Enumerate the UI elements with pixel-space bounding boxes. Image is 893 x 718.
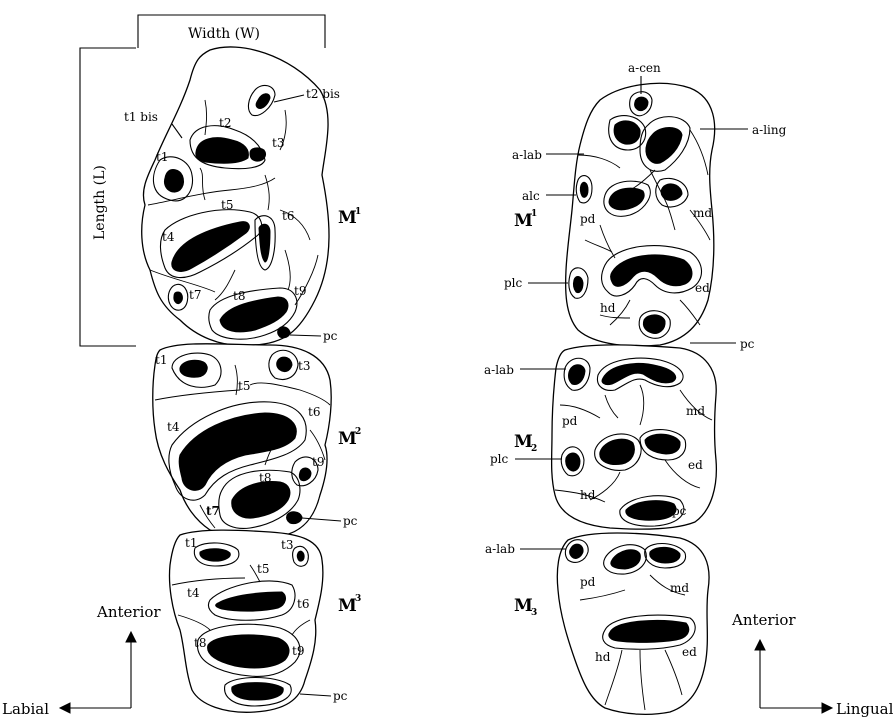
lower-m1-sub: 1	[531, 209, 537, 219]
m1-t6: t6	[282, 209, 294, 223]
lm2-md: md	[686, 404, 705, 418]
m3-t4: t4	[187, 586, 200, 600]
lower-m3-sub: 3	[531, 608, 537, 618]
lm1-plc: plc	[504, 276, 523, 290]
lower-molar-series: a-cen a-ling a-lab alc pd md plc hd ed p…	[484, 61, 893, 718]
lm3-hd: hd	[595, 650, 611, 664]
m1-t2: t2	[219, 116, 231, 130]
length-label: Length (L)	[92, 165, 108, 240]
m1-t8: t8	[233, 289, 245, 303]
t2bis-label: t2 bis	[306, 87, 340, 101]
m2-t6: t6	[308, 405, 320, 419]
lm3-md: md	[670, 581, 689, 595]
m2-t3: t3	[298, 359, 310, 373]
m1-t3: t3	[272, 136, 284, 150]
m2-t1: t1	[155, 353, 167, 367]
labial-label: Labial	[2, 700, 49, 718]
upper-molar-series: Width (W) Length (L)	[2, 15, 361, 718]
m2-t5: t5	[238, 379, 250, 393]
lm1-md: md	[693, 206, 712, 220]
upper-m3-sup: 3	[355, 594, 361, 604]
m1-t1: t1	[156, 150, 168, 164]
m1-pc: pc	[323, 329, 338, 343]
lm3-pd: pd	[580, 575, 596, 589]
lm2-pd: pd	[562, 414, 578, 428]
m3-pc: pc	[333, 689, 348, 703]
m1-t7: t7	[189, 288, 201, 302]
aling-label: a-ling	[752, 123, 787, 137]
lm1-pc: pc	[740, 337, 755, 351]
m2-t4: t4	[167, 420, 180, 434]
m1-t5: t5	[221, 198, 233, 212]
alc-label: alc	[522, 189, 540, 203]
lm2-alab-label: a-lab	[484, 363, 514, 377]
m2-t9: t9	[312, 455, 324, 469]
lower-m2-tooth	[552, 345, 717, 529]
m1-t4: t4	[162, 230, 175, 244]
lm2-ed: ed	[688, 458, 703, 472]
m3-t5: t5	[257, 562, 269, 576]
width-label: Width (W)	[188, 26, 260, 42]
lm1-pd: pd	[580, 212, 596, 226]
m2-t7: t7	[206, 504, 220, 518]
upper-m1-sup: 1	[355, 207, 361, 217]
lm1-ed: ed	[695, 281, 710, 295]
length-bracket	[80, 48, 136, 346]
m3-t6: t6	[297, 597, 309, 611]
m1-alab-label: a-lab	[512, 148, 542, 162]
lower-m2-sub: 2	[531, 444, 537, 454]
upper-m2-sup: 2	[355, 427, 361, 437]
upper-anterior-label: Anterior	[96, 603, 161, 621]
m3-t1: t1	[185, 536, 197, 550]
lower-anterior-label: Anterior	[731, 611, 796, 629]
lm2-pc: pc	[672, 504, 687, 518]
t1bis-label: t1 bis	[124, 110, 158, 124]
upper-m3-tooth	[169, 530, 322, 712]
m1-t9: t9	[294, 284, 306, 298]
acen-label: a-cen	[628, 61, 661, 75]
lingual-label: Lingual	[836, 700, 893, 718]
lm2-plc: plc	[490, 452, 509, 466]
lm3-alab-label: a-lab	[485, 542, 515, 556]
m3-t9: t9	[292, 644, 304, 658]
m2-pc: pc	[343, 514, 358, 528]
lm3-ed: ed	[682, 645, 697, 659]
lm1-hd: hd	[600, 301, 616, 315]
m3-t8: t8	[194, 636, 206, 650]
m2-t8: t8	[259, 471, 271, 485]
lm2-hd: hd	[580, 488, 596, 502]
lower-m3-tooth	[557, 533, 709, 714]
m3-t3: t3	[281, 538, 293, 552]
